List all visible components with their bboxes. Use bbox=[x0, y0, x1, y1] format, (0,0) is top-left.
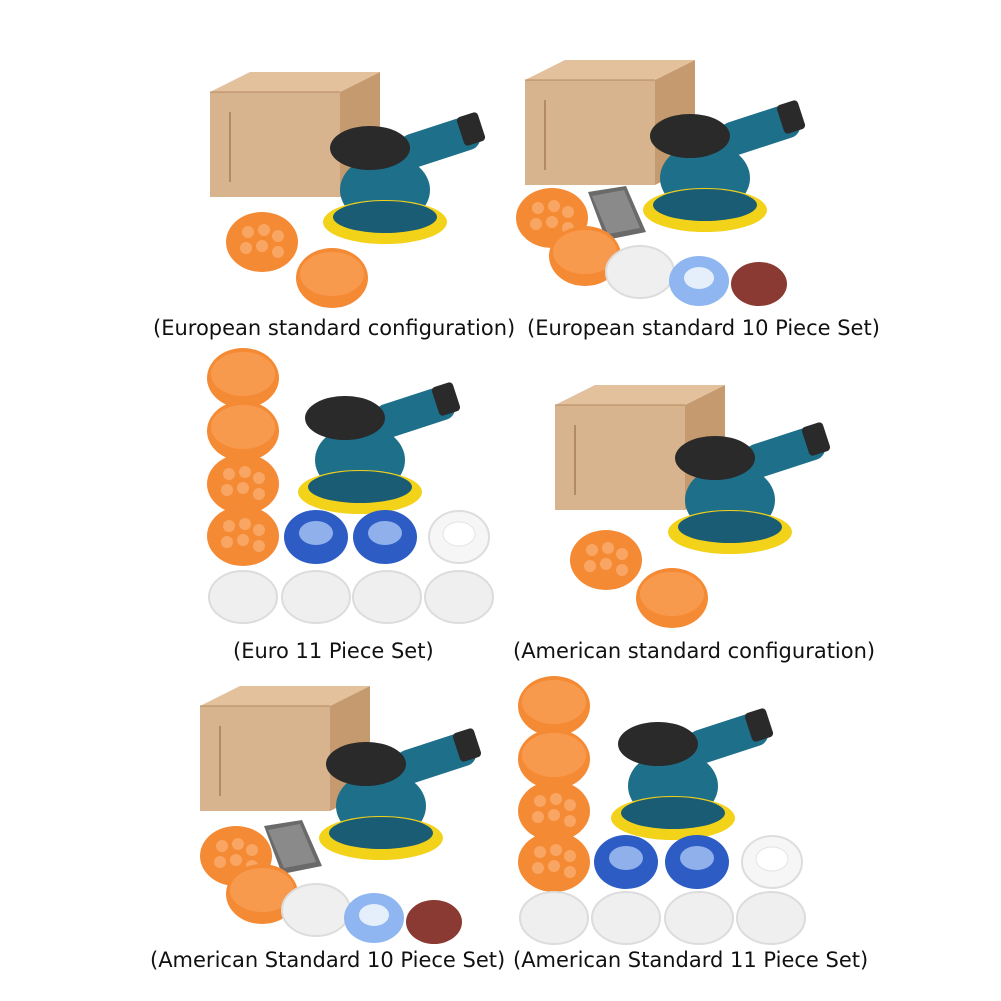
wool-pad-image bbox=[605, 245, 675, 299]
waffle-sponge-image bbox=[226, 212, 298, 272]
panel-american-standard bbox=[554, 384, 832, 628]
bonnet-image bbox=[284, 510, 348, 564]
wool-pad-image bbox=[281, 883, 351, 937]
polisher-image bbox=[319, 727, 483, 860]
wool-pad-image bbox=[424, 570, 494, 624]
flat-sponge-image bbox=[207, 348, 279, 408]
bonnet-image bbox=[669, 256, 729, 306]
flat-sponge-image bbox=[296, 248, 368, 308]
panel-american-10-piece bbox=[199, 685, 483, 944]
bonnet-image bbox=[741, 835, 803, 889]
panel-american-11-piece bbox=[518, 676, 806, 945]
caption-european-10-piece: (European standard 10 Piece Set) bbox=[527, 316, 880, 340]
polisher-image bbox=[668, 421, 832, 554]
wool-pad-image bbox=[736, 891, 806, 945]
waffle-sponge-image bbox=[518, 832, 590, 892]
waffle-sponge-image bbox=[207, 454, 279, 514]
wool-pad-image bbox=[519, 891, 589, 945]
caption-american-10-piece: (American Standard 10 Piece Set) bbox=[150, 948, 506, 972]
caption-american-11-piece: (American Standard 11 Piece Set) bbox=[513, 948, 869, 972]
wool-pad-image bbox=[664, 891, 734, 945]
flat-sponge-image bbox=[518, 676, 590, 736]
wool-pad-image bbox=[591, 891, 661, 945]
bonnet-image bbox=[353, 510, 417, 564]
bonnet-image bbox=[665, 835, 729, 889]
flat-sponge-image bbox=[636, 568, 708, 628]
flat-sponge-image bbox=[518, 729, 590, 789]
caption-american-standard: (American standard configuration) bbox=[513, 639, 876, 663]
bonnet-image bbox=[428, 510, 490, 564]
panel-european-standard bbox=[209, 71, 487, 308]
polisher-image bbox=[323, 111, 487, 245]
waffle-sponge-image bbox=[570, 530, 642, 590]
polisher-image bbox=[611, 707, 775, 840]
flat-sponge-image bbox=[207, 401, 279, 461]
wool-pad-image bbox=[281, 570, 351, 624]
panel-euro-11-piece bbox=[207, 348, 494, 624]
bonnet-image bbox=[594, 835, 658, 889]
wool-pad-image bbox=[208, 570, 278, 624]
polisher-image bbox=[298, 381, 462, 514]
wool-pad-image bbox=[352, 570, 422, 624]
sandpaper-image bbox=[731, 262, 787, 306]
waffle-sponge-image bbox=[207, 506, 279, 566]
bonnet-image bbox=[344, 893, 404, 943]
caption-european-standard: (European standard configuration) bbox=[153, 316, 516, 340]
caption-euro-11-piece: (Euro 11 Piece Set) bbox=[233, 639, 434, 663]
polisher-image bbox=[643, 99, 807, 233]
sandpaper-image bbox=[406, 900, 462, 944]
panel-european-10-piece bbox=[516, 59, 807, 306]
